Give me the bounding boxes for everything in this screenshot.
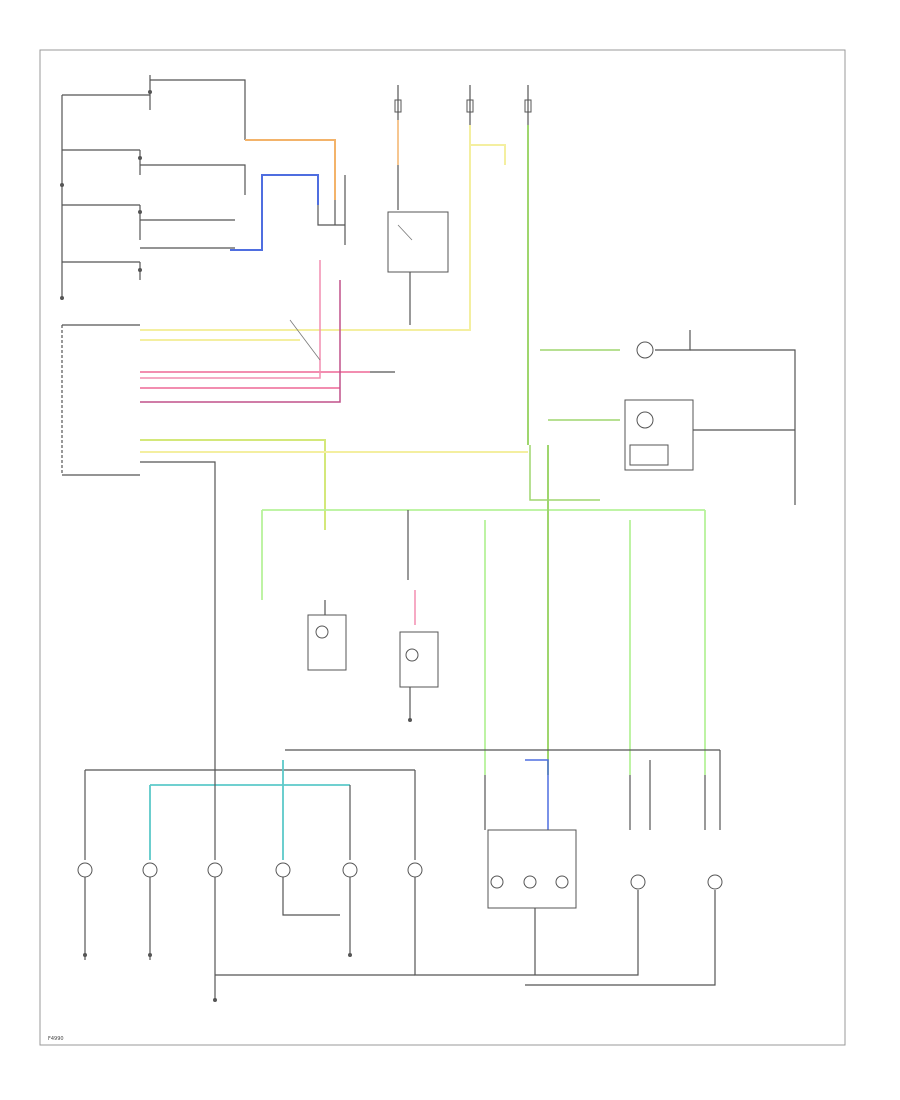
- fuse: [394, 99, 402, 113]
- cargo-lamp-box: [399, 631, 439, 688]
- overhead-console: [487, 829, 577, 909]
- reading-lamp: [707, 874, 723, 890]
- fuse: [524, 99, 532, 113]
- console-lamp: [490, 875, 504, 889]
- ground-node: [213, 998, 217, 1002]
- lighting-control-module: [61, 324, 140, 476]
- courtesy-lamp: [207, 862, 223, 878]
- courtesy-lamp: [407, 862, 423, 878]
- splice-node: [408, 718, 412, 722]
- ground-node: [60, 183, 64, 187]
- wire-blue-drop: [525, 759, 549, 830]
- wire-blue: [230, 174, 319, 251]
- vanity-lamp-box: [624, 399, 694, 471]
- wire-purple: [140, 280, 341, 403]
- wire-yellow-3: [140, 439, 326, 530]
- wire-yellow-fuse: [469, 125, 506, 165]
- console-lamp: [523, 875, 537, 889]
- door-switch-contact: [138, 210, 142, 214]
- courtesy-lamp: [142, 862, 158, 878]
- ground-node: [348, 953, 352, 957]
- diagram-code: F4990: [48, 1036, 64, 1042]
- courtesy-lamp: [77, 862, 93, 878]
- dome-lamp-box: [307, 614, 347, 671]
- door-switch-contact: [138, 156, 142, 160]
- console-lamp: [555, 875, 569, 889]
- ground-node: [83, 953, 87, 957]
- fuse: [466, 99, 474, 113]
- door-switch-contact: [138, 268, 142, 272]
- bottom-lamps: [77, 862, 423, 878]
- wire-red-2: [140, 260, 321, 379]
- courtesy-lamp: [275, 862, 291, 878]
- dome-lamp: [315, 625, 329, 639]
- wire-yellow-1: [140, 145, 471, 331]
- ground-node: [148, 953, 152, 957]
- courtesy-lamp: [342, 862, 358, 878]
- ground-node: [60, 296, 64, 300]
- vanity-sub: [629, 444, 669, 466]
- vanity-lamp: [636, 411, 654, 429]
- wire-orange: [245, 139, 336, 200]
- courtesy-relay: [387, 211, 449, 273]
- map-lamp: [636, 341, 654, 359]
- fuse-group: [394, 85, 532, 125]
- wire-green-top-right: [529, 445, 600, 501]
- reading-lamp: [630, 874, 646, 890]
- door-switch-group: [60, 75, 246, 300]
- diagram-frame: [39, 49, 846, 1046]
- door-switch-contact: [148, 90, 152, 94]
- cargo-lamp: [405, 648, 419, 662]
